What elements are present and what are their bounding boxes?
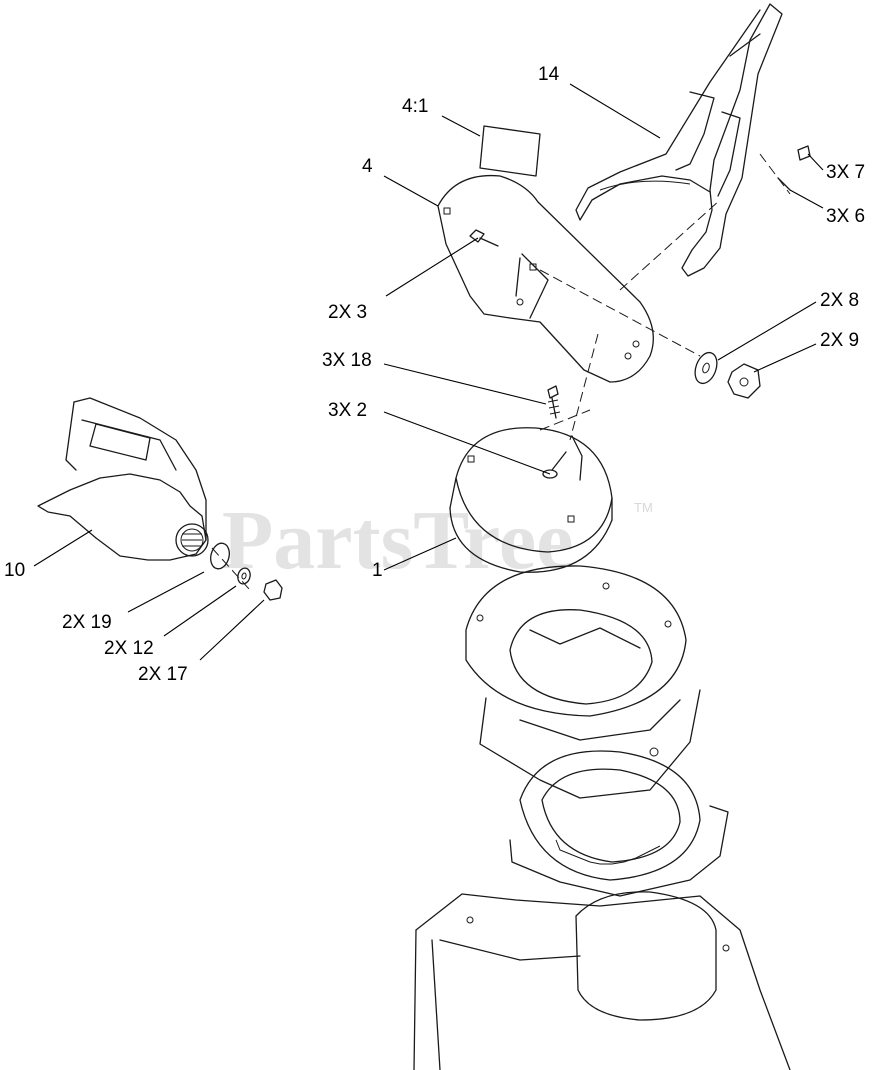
- part-3-bolt[interactable]: [469, 229, 499, 247]
- callout-2x3: 2X 3: [328, 302, 367, 323]
- callout-4-1: 4:1: [402, 96, 428, 117]
- watermark: PartsTree TM: [222, 494, 653, 587]
- housing-base[interactable]: [413, 891, 791, 1070]
- callout-3x18: 3X 18: [322, 350, 372, 371]
- callout-14: 14: [538, 64, 560, 85]
- callout-3x2: 3X 2: [328, 400, 367, 421]
- part-9-locknut[interactable]: [727, 363, 761, 399]
- callout-2x17: 2X 17: [138, 664, 188, 685]
- part-17-nut[interactable]: [263, 579, 283, 601]
- part-18-screw[interactable]: [547, 385, 561, 419]
- callout-3x7: 3X 7: [826, 162, 865, 183]
- leader-lines: [33, 83, 824, 661]
- callout-3x6: 3X 6: [826, 206, 865, 227]
- part-8-washer[interactable]: [691, 350, 721, 387]
- part-1-chute-ring[interactable]: [449, 427, 613, 573]
- part-6-pin[interactable]: [777, 177, 791, 191]
- part-14-chute-handle[interactable]: [575, 3, 783, 277]
- part-2-bolt[interactable]: [542, 451, 567, 479]
- assembly-hidden-lines: [211, 153, 791, 591]
- callout-2x12: 2X 12: [104, 638, 154, 659]
- part-4-deflector[interactable]: [437, 174, 654, 383]
- part-19-washer[interactable]: [208, 541, 232, 571]
- chute-flange-assembly[interactable]: [465, 565, 701, 799]
- watermark-trademark: TM: [634, 500, 653, 515]
- callout-2x19: 2X 19: [62, 612, 112, 633]
- callout-2x9: 2X 9: [820, 330, 859, 351]
- part-12-lockwasher[interactable]: [236, 567, 252, 586]
- callout-1: 1: [372, 560, 383, 581]
- callout-4: 4: [362, 156, 373, 177]
- part-7-pin[interactable]: [797, 145, 811, 161]
- callout-10: 10: [4, 560, 25, 581]
- callout-labels: 14 4:1 4 3X 7 3X 6 2X 3 2X 8 2X 9 3X 18 …: [4, 64, 865, 685]
- part-4-1-decal[interactable]: [479, 125, 541, 177]
- chute-gear-ring[interactable]: [509, 750, 729, 897]
- callout-2x8: 2X 8: [820, 290, 859, 311]
- part-10-handle[interactable]: [37, 397, 209, 561]
